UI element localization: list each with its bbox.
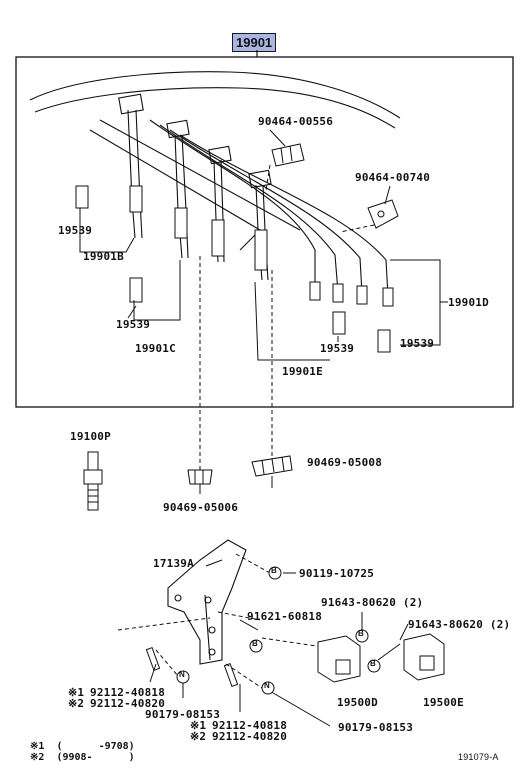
part-label-19500e[interactable]: 19500E — [423, 696, 464, 709]
part-label-90464-00556[interactable]: 90464-00556 — [258, 115, 334, 128]
note1-marker: ※1 — [190, 719, 207, 732]
plug-wire-boots — [118, 93, 272, 189]
engine-head — [29, 71, 401, 251]
marker-b-1 — [268, 566, 282, 580]
spark-plug — [83, 451, 103, 511]
marker-b-letter: B — [271, 566, 277, 575]
marker-n-letter: N — [264, 681, 270, 690]
ignition-coil-d — [317, 635, 361, 683]
part-label-19539[interactable]: 19539 — [400, 337, 435, 350]
part-label-90119-10725[interactable]: 90119-10725 — [299, 567, 375, 580]
figure-id: 191079-A — [458, 752, 499, 762]
part-label-92112-40818[interactable]: 92112-40818 — [90, 686, 166, 699]
part-label-19539[interactable]: 19539 — [116, 318, 151, 331]
clamp-05006 — [187, 469, 213, 494]
part-label-92112-40818[interactable]: 92112-40818 — [212, 719, 288, 732]
marker-b-letter: B — [358, 629, 364, 638]
part-label-91643-80620[interactable]: 91643-80620 (2) — [408, 618, 511, 631]
part-label-90469-05008[interactable]: 90469-05008 — [307, 456, 383, 469]
wire-clamp-upper — [271, 143, 305, 167]
marker-b-2 — [249, 639, 263, 653]
part-label-92112-40820[interactable]: 92112-40820 — [212, 730, 288, 743]
part-label-91643-80620[interactable]: 91643-80620 (2) — [321, 596, 424, 609]
part-label-19901b[interactable]: 19901B — [83, 250, 124, 263]
marker-n-1 — [176, 670, 190, 684]
part-label-19539[interactable]: 19539 — [58, 224, 93, 237]
part-label-92112-40820[interactable]: 92112-40820 — [90, 697, 166, 710]
marker-b-3 — [355, 629, 369, 643]
part-label-19901c[interactable]: 19901C — [135, 342, 176, 355]
right-wire-terminals — [309, 281, 394, 307]
part-label-19901d[interactable]: 19901D — [448, 296, 489, 309]
wire-clamp-right — [367, 199, 399, 229]
right-wire-set — [149, 119, 389, 297]
marker-b-4 — [367, 659, 381, 673]
ignition-coil-e — [403, 633, 445, 681]
wire-terminals — [129, 185, 268, 271]
part-label-90179-08153[interactable]: 90179-08153 — [145, 708, 221, 721]
part-label-19500d[interactable]: 19500D — [337, 696, 378, 709]
studs — [145, 646, 239, 688]
marker-b-letter: B — [370, 659, 376, 668]
left-wire-set — [127, 109, 269, 281]
part-label-90464-00740[interactable]: 90464-00740 — [355, 171, 431, 184]
part-label-90469-05006[interactable]: 90469-05006 — [163, 501, 239, 514]
marker-n-letter: N — [179, 670, 185, 679]
footnote-2: ※2 (9908- ) — [30, 752, 135, 763]
clamp-05008 — [251, 455, 293, 488]
part-label-19539[interactable]: 19539 — [320, 342, 355, 355]
assembly-number-label[interactable]: 19901 — [232, 33, 277, 52]
footnote-1: ※1 ( -9708) — [30, 741, 135, 752]
part-label-19100p[interactable]: 19100P — [70, 430, 111, 443]
ignition-bracket — [167, 539, 247, 665]
leader-lines — [79, 129, 448, 361]
plug-boot-parts — [75, 185, 391, 353]
marker-n-2 — [261, 681, 275, 695]
note2-marker: ※2 — [68, 697, 85, 710]
note1-marker: ※1 — [68, 686, 85, 699]
part-label-19901e[interactable]: 19901E — [282, 365, 323, 378]
marker-b-letter: B — [252, 639, 258, 648]
part-label-90179-08153[interactable]: 90179-08153 — [338, 721, 414, 734]
note2-marker: ※2 — [190, 730, 207, 743]
part-label-17139a[interactable]: 17139A — [153, 557, 194, 570]
assembly-frame — [15, 56, 514, 408]
part-label-91621-60818[interactable]: 91621-60818 — [247, 610, 323, 623]
